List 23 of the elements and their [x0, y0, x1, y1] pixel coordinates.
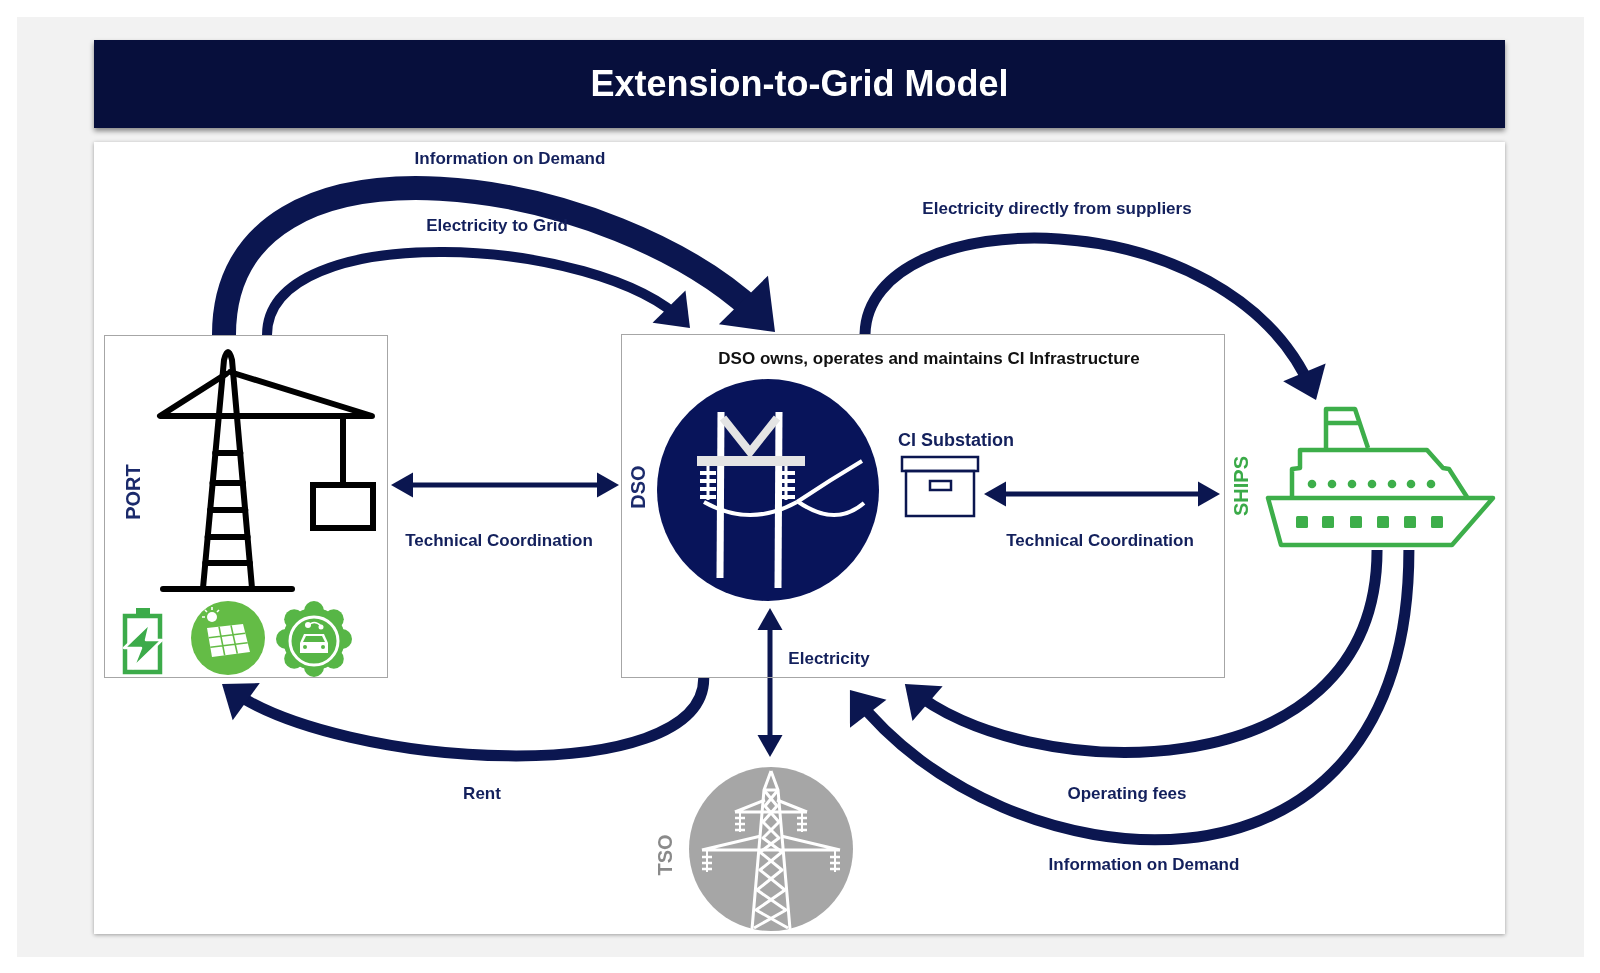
double-headed-arrow	[984, 481, 1220, 507]
node-label: CI Substation	[898, 430, 1014, 452]
curved-arrow	[849, 549, 1415, 844]
edge-label: Operating fees	[1067, 783, 1187, 805]
dso-box	[621, 334, 1225, 678]
double-headed-arrow	[757, 608, 783, 757]
vertical-label: TSO	[655, 834, 675, 876]
vertical-label: PORT	[123, 464, 143, 520]
edge-label: Technical Coordination	[405, 530, 593, 552]
vertical-label: DSO	[628, 465, 648, 509]
curved-arrow	[904, 549, 1383, 758]
double-headed-arrow	[391, 472, 619, 498]
edge-label: Rent	[463, 783, 501, 805]
edge-label: Technical Coordination	[1006, 530, 1194, 552]
port-box	[104, 335, 388, 678]
vertical-label: SHIPS	[1231, 456, 1251, 516]
edge-label: Electricity directly from suppliers	[922, 198, 1192, 220]
curved-arrow	[221, 676, 710, 762]
edge-label: Information on Demand	[414, 148, 606, 170]
diagram-title: Extension-to-Grid Model	[590, 63, 1009, 105]
edge-label: Information on Demand	[1048, 854, 1240, 876]
edge-label: Electricity	[788, 648, 870, 670]
edge-label: Electricity to Grid	[426, 215, 568, 237]
